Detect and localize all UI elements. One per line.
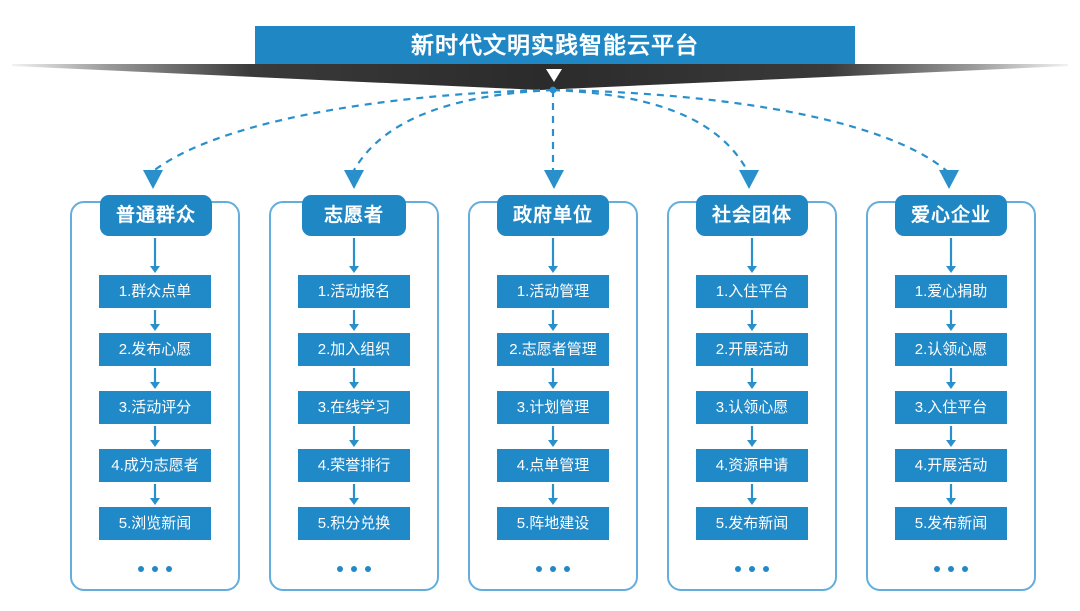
- flow-item-public-1[interactable]: 1.群众点单: [99, 275, 211, 308]
- column-header-label: 政府单位: [512, 205, 593, 226]
- more-indicator-caring-enterprise: [895, 562, 1007, 576]
- flow-item-label: 5.发布新闻: [914, 515, 988, 532]
- flow-item-label: 1.入住平台: [715, 283, 789, 300]
- flow-item-label: 3.计划管理: [516, 399, 590, 416]
- dot-icon: [536, 566, 542, 572]
- dot-icon: [337, 566, 343, 572]
- flow-item-label: 4.资源申请: [715, 457, 789, 474]
- flow-item-label: 5.积分兑换: [317, 515, 391, 532]
- more-indicator-government: [497, 562, 609, 576]
- dot-icon: [962, 566, 968, 572]
- flow-item-public-4[interactable]: 4.成为志愿者: [99, 449, 211, 482]
- flow-item-volunteer-4[interactable]: 4.荣誉排行: [298, 449, 410, 482]
- flow-item-social-group-3[interactable]: 3.认领心愿: [696, 391, 808, 424]
- column-header-government[interactable]: 政府单位: [497, 195, 609, 236]
- dot-icon: [948, 566, 954, 572]
- dot-icon: [934, 566, 940, 572]
- connector-to-public: [151, 88, 554, 173]
- flow-item-public-3[interactable]: 3.活动评分: [99, 391, 211, 424]
- flow-item-label: 4.开展活动: [914, 457, 988, 474]
- connector-to-caring-enterprise: [552, 88, 949, 173]
- column-header-social-group[interactable]: 社会团体: [696, 195, 808, 236]
- hub-node: [549, 86, 557, 94]
- flow-item-label: 1.群众点单: [118, 283, 192, 300]
- flow-item-volunteer-5[interactable]: 5.积分兑换: [298, 507, 410, 540]
- more-indicator-public: [99, 562, 211, 576]
- dot-icon: [749, 566, 755, 572]
- column-header-volunteer[interactable]: 志愿者: [302, 195, 406, 236]
- flow-item-label: 2.加入组织: [317, 341, 391, 358]
- flow-item-volunteer-1[interactable]: 1.活动报名: [298, 275, 410, 308]
- flow-item-caring-enterprise-4[interactable]: 4.开展活动: [895, 449, 1007, 482]
- flow-item-caring-enterprise-3[interactable]: 3.入住平台: [895, 391, 1007, 424]
- flow-item-social-group-2[interactable]: 2.开展活动: [696, 333, 808, 366]
- flow-item-government-3[interactable]: 3.计划管理: [497, 391, 609, 424]
- flow-item-caring-enterprise-1[interactable]: 1.爱心捐助: [895, 275, 1007, 308]
- connector-to-social-group: [552, 88, 749, 173]
- connector-arrowheads: [143, 170, 959, 189]
- dot-icon: [550, 566, 556, 572]
- flow-item-social-group-1[interactable]: 1.入住平台: [696, 275, 808, 308]
- column-header-label: 爱心企业: [910, 205, 991, 226]
- flow-item-label: 4.荣誉排行: [317, 457, 391, 474]
- dot-icon: [351, 566, 357, 572]
- column-header-label: 志愿者: [323, 205, 384, 226]
- flow-item-public-5[interactable]: 5.浏览新闻: [99, 507, 211, 540]
- column-header-public[interactable]: 普通群众: [100, 195, 212, 236]
- flow-item-label: 3.入住平台: [914, 399, 988, 416]
- flow-item-label: 2.发布心愿: [118, 341, 192, 358]
- flow-item-government-2[interactable]: 2.志愿者管理: [497, 333, 609, 366]
- connector-to-volunteer: [352, 88, 554, 173]
- more-indicator-volunteer: [298, 562, 410, 576]
- flow-item-label: 3.在线学习: [317, 399, 391, 416]
- dot-icon: [763, 566, 769, 572]
- flow-item-label: 1.活动报名: [317, 283, 391, 300]
- dot-icon: [152, 566, 158, 572]
- flow-item-label: 3.活动评分: [118, 399, 192, 416]
- flow-item-public-2[interactable]: 2.发布心愿: [99, 333, 211, 366]
- flow-item-label: 4.点单管理: [516, 457, 590, 474]
- column-header-label: 普通群众: [115, 205, 196, 226]
- dot-icon: [138, 566, 144, 572]
- flow-item-label: 2.认领心愿: [914, 341, 988, 358]
- flow-item-label: 5.浏览新闻: [118, 515, 192, 532]
- flow-item-label: 3.认领心愿: [715, 399, 789, 416]
- flow-item-government-4[interactable]: 4.点单管理: [497, 449, 609, 482]
- flow-item-caring-enterprise-2[interactable]: 2.认领心愿: [895, 333, 1007, 366]
- flow-item-caring-enterprise-5[interactable]: 5.发布新闻: [895, 507, 1007, 540]
- flow-item-government-1[interactable]: 1.活动管理: [497, 275, 609, 308]
- page-title: 新时代文明实践智能云平台: [411, 31, 699, 58]
- flow-item-label: 2.志愿者管理: [509, 341, 597, 358]
- dot-icon: [365, 566, 371, 572]
- chevron-down-icon: [546, 69, 562, 82]
- flow-item-social-group-4[interactable]: 4.资源申请: [696, 449, 808, 482]
- flow-item-label: 5.发布新闻: [715, 515, 789, 532]
- dot-icon: [735, 566, 741, 572]
- flow-item-label: 5.阵地建设: [516, 515, 590, 532]
- flow-item-social-group-5[interactable]: 5.发布新闻: [696, 507, 808, 540]
- more-indicator-social-group: [696, 562, 808, 576]
- column-header-label: 社会团体: [711, 205, 792, 226]
- flow-item-volunteer-3[interactable]: 3.在线学习: [298, 391, 410, 424]
- flow-item-label: 1.活动管理: [516, 283, 590, 300]
- platform-title-banner: 新时代文明实践智能云平台: [255, 26, 855, 64]
- column-header-caring-enterprise[interactable]: 爱心企业: [895, 195, 1007, 236]
- flow-item-label: 2.开展活动: [715, 341, 789, 358]
- dot-icon: [564, 566, 570, 572]
- flow-item-government-5[interactable]: 5.阵地建设: [497, 507, 609, 540]
- banner-shadow-ribbon: [12, 64, 1068, 90]
- dot-icon: [166, 566, 172, 572]
- flow-item-label: 4.成为志愿者: [111, 457, 199, 474]
- flow-item-label: 1.爱心捐助: [914, 283, 988, 300]
- flow-item-volunteer-2[interactable]: 2.加入组织: [298, 333, 410, 366]
